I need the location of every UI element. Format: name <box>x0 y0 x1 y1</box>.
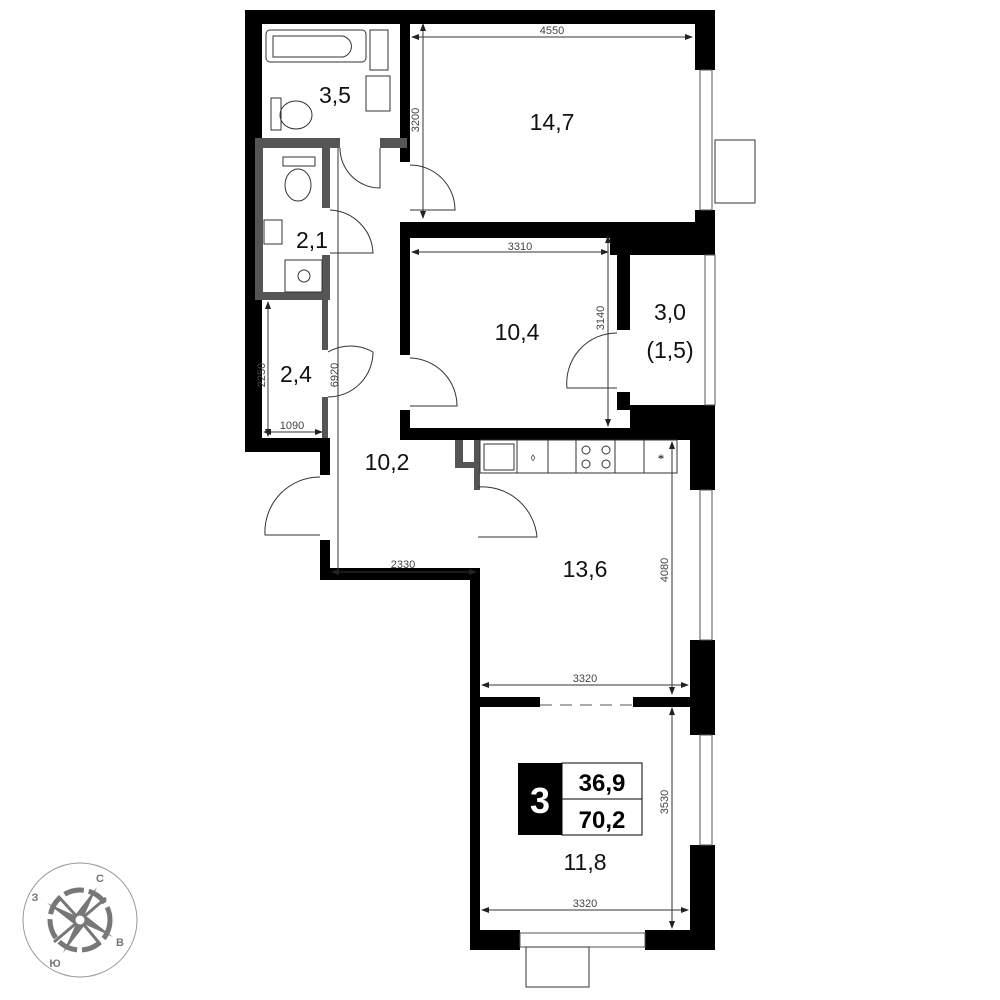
dim-bedroom-depth: 3200 <box>410 108 422 132</box>
toilet-icon <box>279 100 313 130</box>
dim-kitchen-depth: 4080 <box>659 558 671 582</box>
living-area: 36,9 <box>579 770 626 797</box>
dim-room3-depth: 3530 <box>659 790 671 814</box>
compass-icon: С В Ю З <box>22 862 138 978</box>
room-area-bedroom-large: 14,7 <box>530 109 575 135</box>
sink-icon <box>365 75 391 112</box>
dim-storage-width: 1090 <box>280 420 304 432</box>
total-area: 70,2 <box>579 807 626 834</box>
room-area-wc: 2,1 <box>296 227 328 253</box>
kitchen-counter <box>479 439 678 474</box>
dim-bedroom-width: 4550 <box>540 25 564 37</box>
dim-hall-length: 6920 <box>329 363 341 387</box>
compass-west: З <box>32 892 39 904</box>
room-area-bedroom-small: 10,4 <box>495 319 540 345</box>
dim-kitchen-width: 3320 <box>573 673 597 685</box>
compass-north: С <box>96 873 104 885</box>
fridge-snowflake-icon: * <box>658 451 665 466</box>
compass-south: Ю <box>49 958 60 970</box>
room-area-storage: 2,4 <box>280 361 312 387</box>
room-area-room-bottom: 11,8 <box>563 849 606 875</box>
room-count: 3 <box>530 780 550 821</box>
partitions <box>255 138 480 570</box>
dim-room2-width: 3310 <box>508 241 532 253</box>
dim-hall-width: 2330 <box>391 559 415 571</box>
windows <box>519 69 756 988</box>
compass-east: В <box>116 937 124 949</box>
kitchen-sink-icon <box>483 443 515 471</box>
fixtures: ◊ * <box>263 29 678 474</box>
dim-room3-width: 3320 <box>573 898 597 910</box>
walls <box>245 10 715 950</box>
room-area-hall: 10,2 <box>365 449 410 475</box>
dimension-lines <box>263 23 693 929</box>
stove-icon <box>581 445 611 469</box>
room-area-kitchen: 13,6 <box>563 556 608 582</box>
room-area-balcony-reduced: (1,5) <box>646 337 693 363</box>
water-drop-icon: ◊ <box>531 453 536 463</box>
dim-room2-depth: 3140 <box>595 306 607 330</box>
room-area-balcony: 3,0 <box>654 299 686 325</box>
apartment-badge: 3 36,9 70,2 <box>518 762 643 836</box>
doors <box>264 147 618 538</box>
bathtub-icon <box>265 29 367 63</box>
room-area-bathroom: 3,5 <box>319 82 351 108</box>
washing-machine-icon <box>284 259 323 293</box>
dim-storage-depth: 2250 <box>256 363 268 387</box>
